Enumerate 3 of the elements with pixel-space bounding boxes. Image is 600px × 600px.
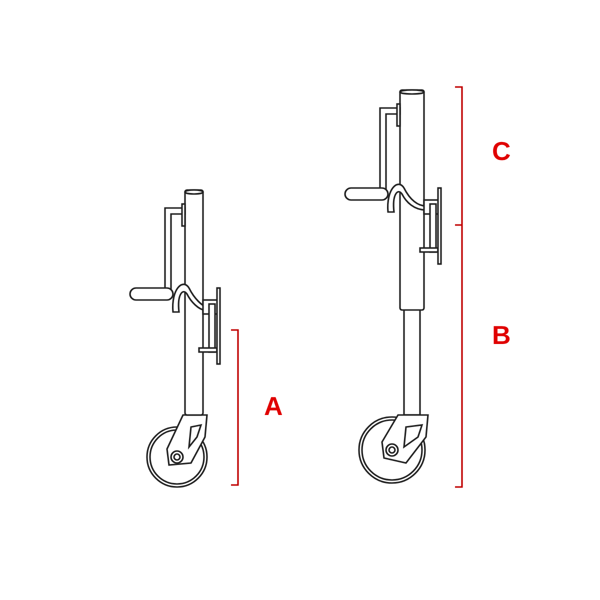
dimension-label: A: [264, 393, 283, 419]
dimension-label: C: [492, 138, 511, 164]
dimension-label: B: [492, 322, 511, 348]
